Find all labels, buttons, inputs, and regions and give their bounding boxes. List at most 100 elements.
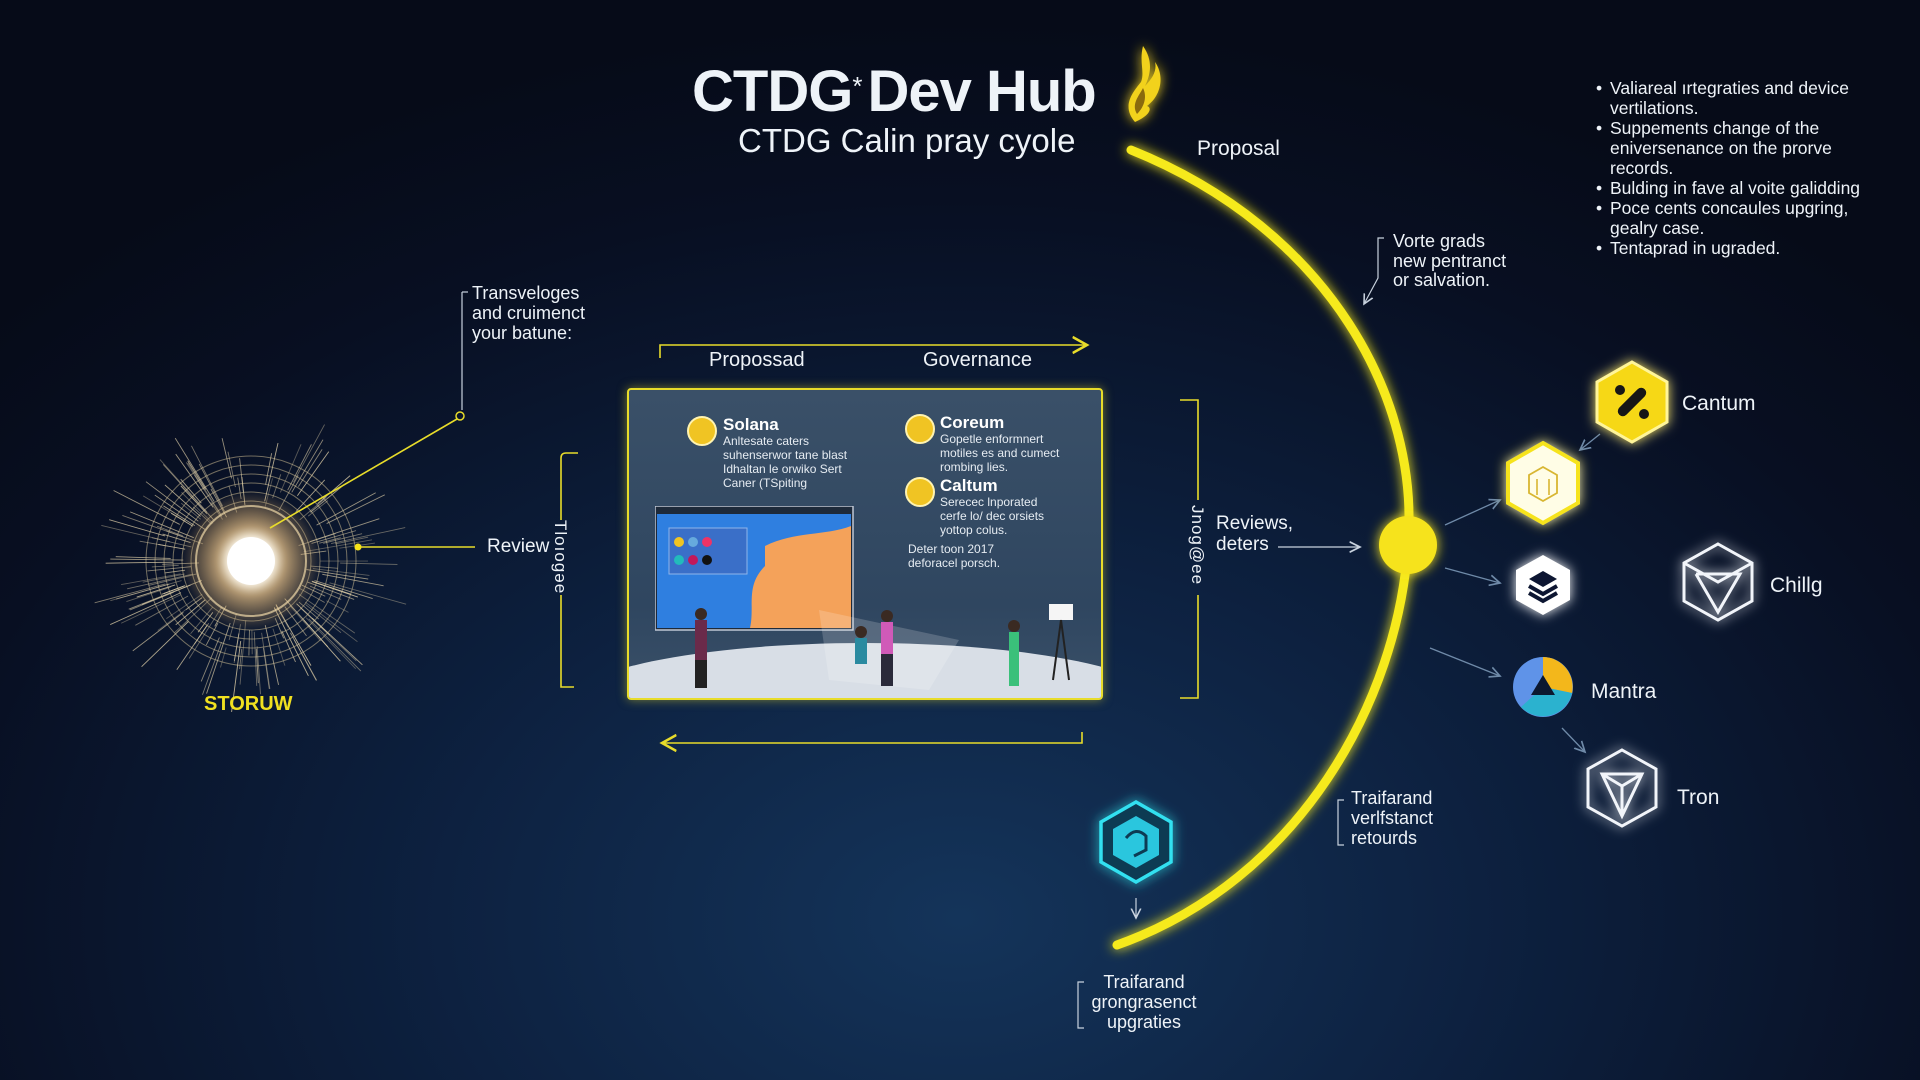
core-ray xyxy=(185,462,205,491)
core-ray xyxy=(330,527,406,545)
core-ray xyxy=(139,540,165,547)
core-ray xyxy=(170,512,194,527)
core-ring xyxy=(145,455,357,667)
core-ray xyxy=(295,479,326,513)
chillg-cube-icon xyxy=(1682,542,1754,622)
core-ray xyxy=(253,631,258,686)
core-ray xyxy=(187,460,207,490)
network-arrow xyxy=(1580,433,1601,450)
core-ring xyxy=(172,482,330,640)
flame-logo-icon xyxy=(1128,46,1161,122)
left-bracket xyxy=(560,452,578,688)
core-ray xyxy=(113,490,180,525)
core-ray xyxy=(145,481,199,522)
bullet-item: Poce cents concaules upgring,gealry case… xyxy=(1596,198,1860,238)
core-ray xyxy=(281,630,296,663)
right-bracket xyxy=(1180,399,1199,699)
core-ray xyxy=(110,592,182,625)
core-label: STORUW xyxy=(204,693,293,715)
core-ray xyxy=(287,444,312,491)
bottom-flow-arrow xyxy=(662,732,1083,743)
core-ray xyxy=(120,594,181,624)
core-ray xyxy=(265,453,273,485)
vote-note-arrow xyxy=(1364,237,1384,304)
core-ray xyxy=(264,442,279,502)
core-ray xyxy=(141,621,189,668)
core-ray xyxy=(323,533,363,544)
core-ring xyxy=(154,464,348,658)
bullet-item: Bulding in fave al voite galidding xyxy=(1596,178,1860,198)
core-ray xyxy=(255,648,259,684)
layers-hex-icon xyxy=(1516,555,1570,615)
title-mark: * xyxy=(852,71,862,101)
arc-node xyxy=(1379,516,1437,574)
core-ray xyxy=(202,641,222,695)
core-ray xyxy=(334,536,369,545)
upgrade-note-bracket xyxy=(1077,981,1084,1029)
core-ray xyxy=(132,612,184,652)
core-ray xyxy=(164,484,201,517)
proposal-stage-label: Propossad xyxy=(709,349,805,371)
core-ray xyxy=(296,603,331,636)
core-ray xyxy=(310,485,343,513)
core-ray xyxy=(305,617,357,670)
core-ray xyxy=(180,478,202,504)
page-subtitle: CTDG Calin pray cyole xyxy=(738,122,1076,159)
core-ray xyxy=(262,647,270,689)
title-hub: Dev Hub xyxy=(867,59,1096,124)
core-ray xyxy=(311,580,351,595)
connector-line xyxy=(269,418,458,529)
core-ray xyxy=(121,573,181,586)
verify-note-bracket xyxy=(1337,799,1344,846)
core-ring xyxy=(163,473,339,649)
page-title: CTDG*Dev Hub xyxy=(692,59,1097,124)
core-ring xyxy=(195,505,307,617)
core-ray xyxy=(159,459,208,513)
core-ray xyxy=(248,629,250,656)
mantra-icon xyxy=(1513,657,1573,717)
left-vertical-label: Tloıogəe xyxy=(551,520,570,595)
review-label: Review xyxy=(487,536,550,557)
coreum-coin-icon xyxy=(905,414,935,444)
core-ray xyxy=(109,519,166,537)
core-ray xyxy=(156,525,183,537)
network-label-cantum: Cantum xyxy=(1682,392,1756,415)
title-brand: CTDG xyxy=(692,59,853,124)
core-ray xyxy=(180,485,208,514)
core-ray xyxy=(317,475,351,504)
core-ray xyxy=(308,618,362,672)
core-ray xyxy=(231,640,242,712)
core-ray xyxy=(105,561,173,564)
core-ray xyxy=(293,424,325,483)
core-ray xyxy=(191,445,223,507)
core-ray xyxy=(297,451,330,497)
core-ray xyxy=(322,573,384,587)
network-arrow xyxy=(1561,727,1585,752)
core-ray xyxy=(174,437,215,502)
core-ray xyxy=(233,633,240,662)
card-coreum: Coreum Gopetle enformnert motiles es and… xyxy=(940,413,1060,475)
core-ray xyxy=(264,625,279,685)
network-label-mantra: Mantra xyxy=(1591,680,1657,703)
cube-hex-icon xyxy=(1506,440,1580,526)
reviews-label: Reviews,deters xyxy=(1216,513,1294,555)
proposal-label: Proposal xyxy=(1197,137,1280,160)
core-ray xyxy=(305,601,358,643)
governance-stage-label: Governance xyxy=(923,349,1032,371)
core-ray xyxy=(319,537,341,544)
tron-cube-icon xyxy=(1586,748,1658,828)
core-ray xyxy=(239,620,247,685)
core-ray xyxy=(326,494,385,524)
core-ray xyxy=(256,646,261,695)
core-ray xyxy=(163,505,196,526)
core-ray xyxy=(298,449,323,487)
right-vertical-label: Jnog@ee xyxy=(1188,505,1207,586)
network-arrow xyxy=(1444,500,1500,526)
connector-dot xyxy=(455,411,465,421)
core-ray xyxy=(130,511,194,539)
top-flow-arrow xyxy=(659,345,1087,358)
